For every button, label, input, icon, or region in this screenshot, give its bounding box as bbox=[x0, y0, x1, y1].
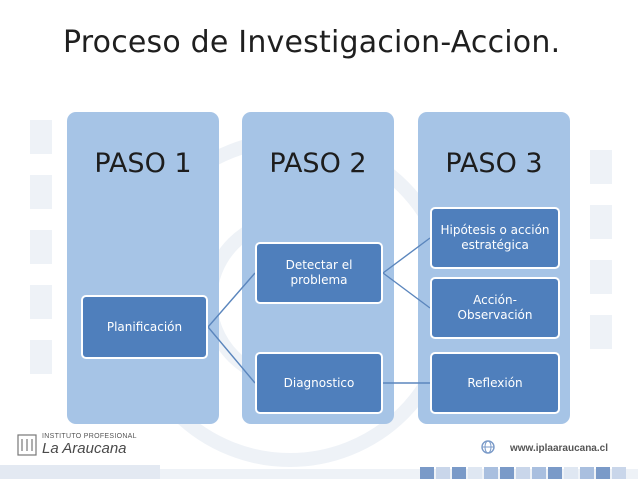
column-header: PASO 1 bbox=[94, 148, 192, 179]
box-planificacion: Planificación bbox=[81, 295, 208, 359]
box-hipotesis: Hipótesis o acción estratégica bbox=[430, 207, 560, 269]
box-reflexion: Reflexión bbox=[430, 352, 560, 414]
connector-detectar-hipotesis bbox=[382, 237, 431, 274]
box-detectar-problema: Detectar el problema bbox=[255, 242, 383, 304]
institute-label: INSTITUTO PROFESIONAL bbox=[42, 433, 137, 440]
connector-planificacion-diagnostico bbox=[207, 326, 256, 384]
column-header: PASO 2 bbox=[269, 148, 367, 179]
institute-logo-icon bbox=[17, 434, 37, 456]
connector-detectar-accion bbox=[382, 272, 431, 309]
globe-icon bbox=[481, 440, 495, 454]
connector-planificacion-detectar bbox=[207, 272, 256, 328]
slide-title: Proceso de Investigacion-Accion. bbox=[63, 25, 561, 60]
institute-name: La Araucana bbox=[42, 440, 127, 457]
column-header: PASO 3 bbox=[445, 148, 543, 179]
box-accion-observacion: Acción-Observación bbox=[430, 277, 560, 339]
column-paso-1: PASO 1 bbox=[67, 112, 219, 424]
website-url: www.iplaaraucana.cl bbox=[509, 443, 608, 454]
box-diagnostico: Diagnostico bbox=[255, 352, 383, 414]
footer-color-strip bbox=[0, 465, 638, 479]
